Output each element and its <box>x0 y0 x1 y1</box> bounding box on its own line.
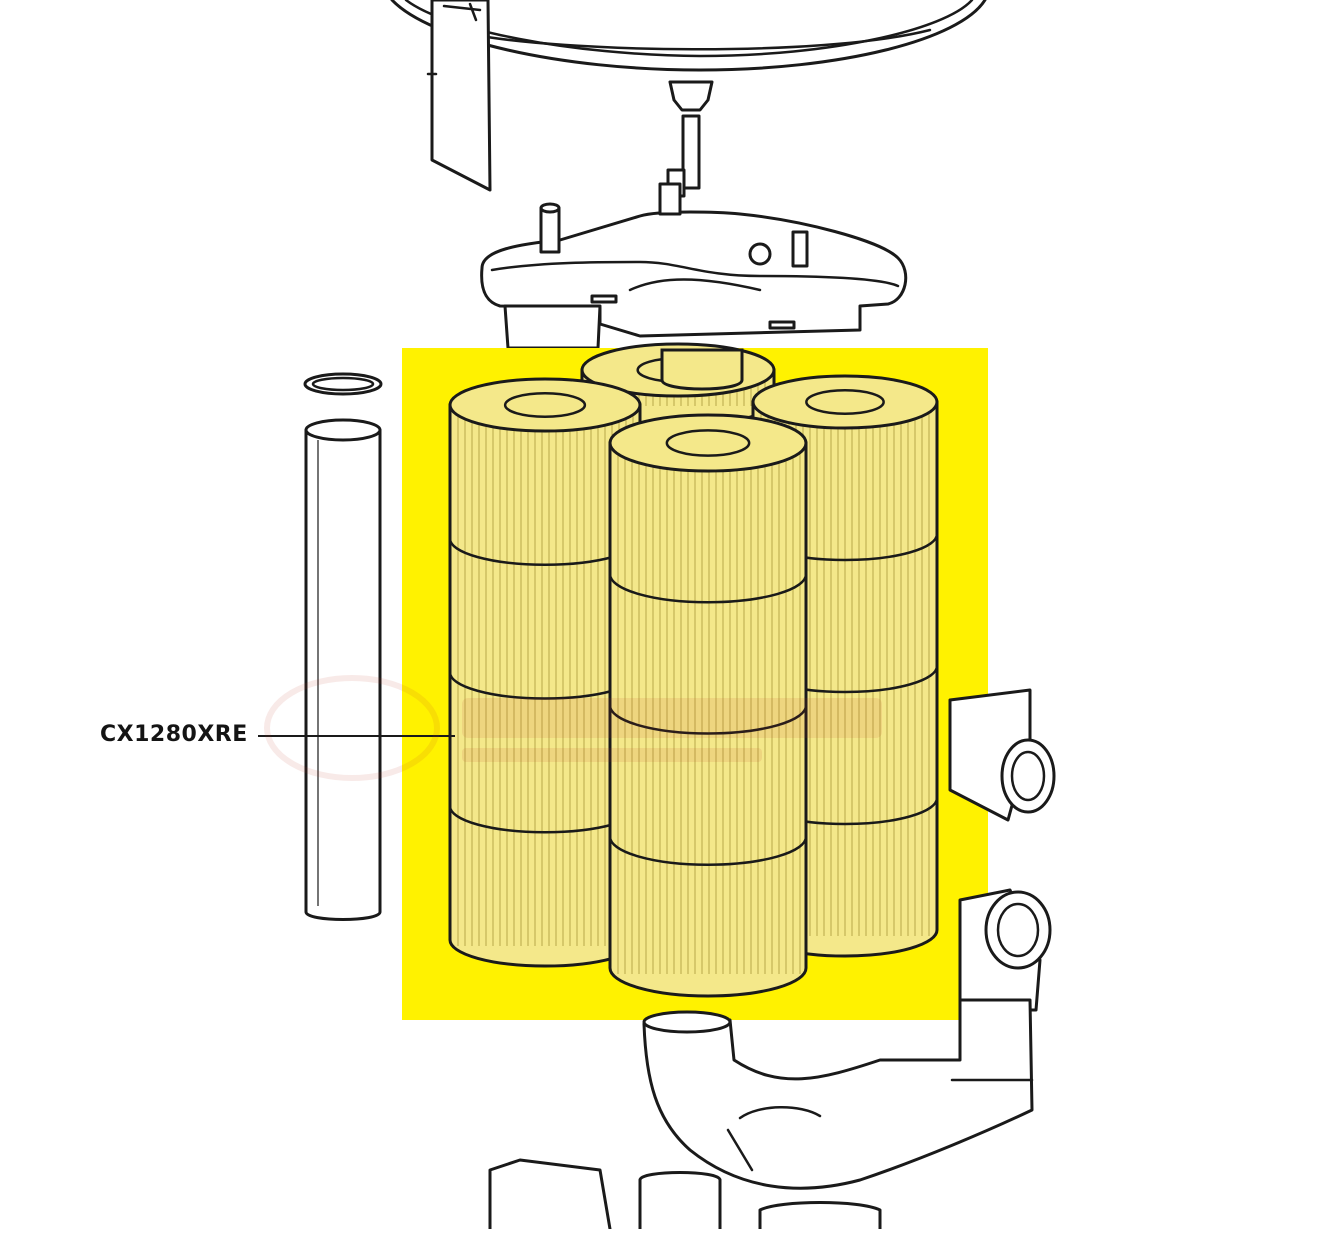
filter-cartridges <box>448 342 939 998</box>
part-number-label: CX1280XRE <box>100 722 248 747</box>
tank-lid <box>390 0 987 72</box>
cartridge-left <box>448 377 642 968</box>
lid-clip-tag <box>426 0 492 192</box>
air-relief-pipe <box>303 372 383 921</box>
manifold <box>480 182 908 350</box>
pvc-elbow-upper <box>948 688 1056 822</box>
manifold-collar <box>660 348 744 391</box>
bottom-valve <box>488 1158 882 1231</box>
pvc-elbow-lower <box>958 888 1052 1012</box>
bottom-u-pipe <box>642 998 1034 1190</box>
cartridge-front <box>608 413 808 998</box>
vent-stem <box>666 80 714 198</box>
